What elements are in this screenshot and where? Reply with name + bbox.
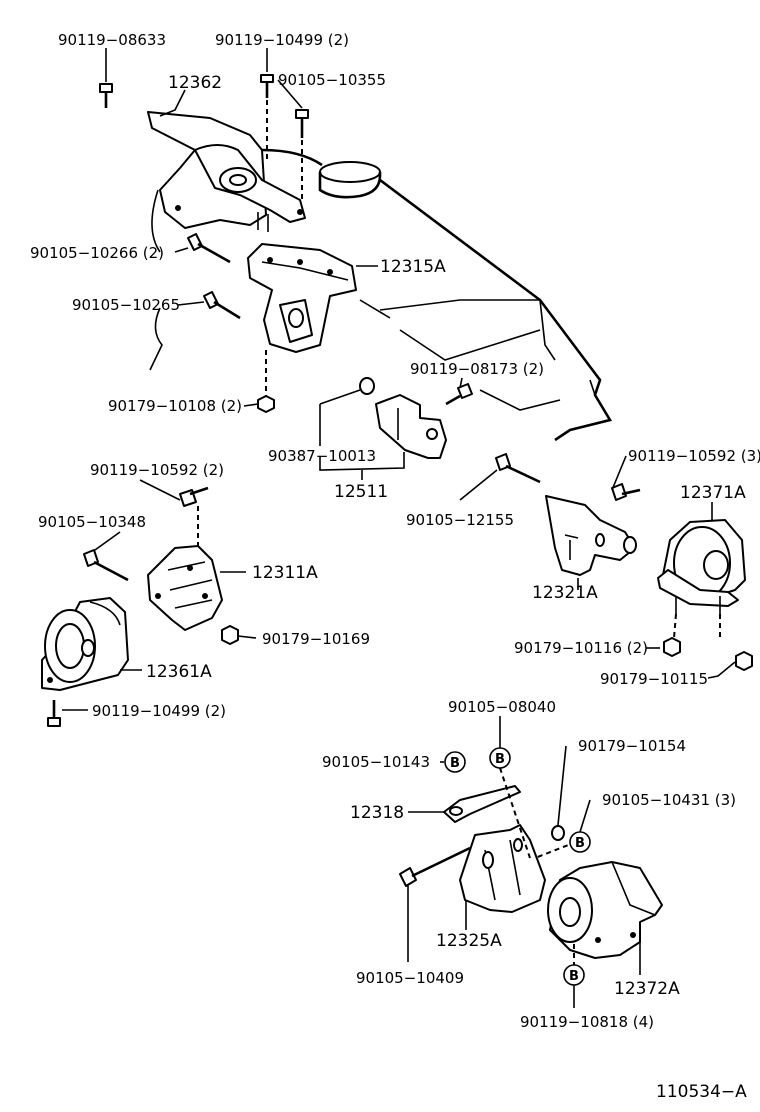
label-12511: 12511 xyxy=(334,482,388,502)
bracket-12311A xyxy=(147,545,223,631)
label-90105-10409: 90105−10409 xyxy=(356,969,464,987)
label-90179-10154: 90179−10154 xyxy=(578,737,686,755)
label-90119-10592-2: 90119−10592 (2) xyxy=(90,461,224,479)
label-90105-10265: 90105−10265 xyxy=(72,296,180,314)
label-90105-10355: 90105−10355 xyxy=(278,71,386,89)
callout-b-08040-text: B xyxy=(495,752,505,767)
label-12318: 12318 xyxy=(350,803,404,823)
bracket-12325A xyxy=(459,824,546,913)
callout-b-10818-text: B xyxy=(569,969,579,984)
mount-12372A xyxy=(547,861,663,959)
label-12362: 12362 xyxy=(168,73,222,93)
label-12372A: 12372A xyxy=(614,979,680,999)
label-12321A: 12321A xyxy=(532,583,598,603)
label-90179-10108: 90179−10108 (2) xyxy=(108,397,242,415)
label-90119-08173: 90119−08173 (2) xyxy=(410,360,544,378)
engine-block-outline xyxy=(261,148,613,442)
label-12371A: 12371A xyxy=(680,483,746,503)
dashed-guides xyxy=(197,100,721,966)
label-90119-10818: 90119−10818 (4) xyxy=(520,1013,654,1031)
label-90119-10499-bottom: 90119−10499 (2) xyxy=(92,702,226,720)
callout-b-10431: B xyxy=(569,831,591,853)
label-90179-10116: 90179−10116 (2) xyxy=(514,639,648,657)
label-90119-08633: 90119−08633 xyxy=(58,31,166,49)
bracket-12362 xyxy=(147,111,306,232)
label-90179-10169: 90179−10169 xyxy=(262,630,370,648)
label-12325A: 12325A xyxy=(436,931,502,951)
label-90119-10499-top: 90119−10499 (2) xyxy=(215,31,349,49)
label-12361A: 12361A xyxy=(146,662,212,682)
callout-b-10431-text: B xyxy=(575,836,585,851)
bracket-12321A xyxy=(545,495,637,576)
callout-b-08040: B xyxy=(489,747,511,769)
label-90105-10143: 90105−10143 xyxy=(322,753,430,771)
bracket-12315A xyxy=(247,243,357,353)
label-90105-10431: 90105−10431 (3) xyxy=(602,791,736,809)
label-90105-12155: 90105−12155 xyxy=(406,511,514,529)
leader-lines xyxy=(62,48,736,1008)
label-90105-10348: 90105−10348 xyxy=(38,513,146,531)
label-90179-10115: 90179−10115 xyxy=(600,670,708,688)
callout-b-10818: B xyxy=(563,964,585,986)
label-90105-10266: 90105−10266 (2) xyxy=(30,244,164,262)
mount-12361A xyxy=(41,597,129,691)
mount-12371A xyxy=(657,519,746,614)
label-90105-08040: 90105−08040 xyxy=(448,698,556,716)
label-90119-10592-3: 90119−10592 (3) xyxy=(628,447,760,465)
diagram-id: 110534−A xyxy=(656,1082,747,1102)
bracket-12318 xyxy=(443,785,521,823)
fasteners xyxy=(47,74,753,887)
label-12311A: 12311A xyxy=(252,563,318,583)
callout-b-10143: B xyxy=(444,751,466,773)
bracket-12511 xyxy=(375,394,447,459)
label-12315A: 12315A xyxy=(380,257,446,277)
callout-b-10143-text: B xyxy=(450,756,460,771)
label-90387-10013: 90387−10013 xyxy=(268,447,376,465)
